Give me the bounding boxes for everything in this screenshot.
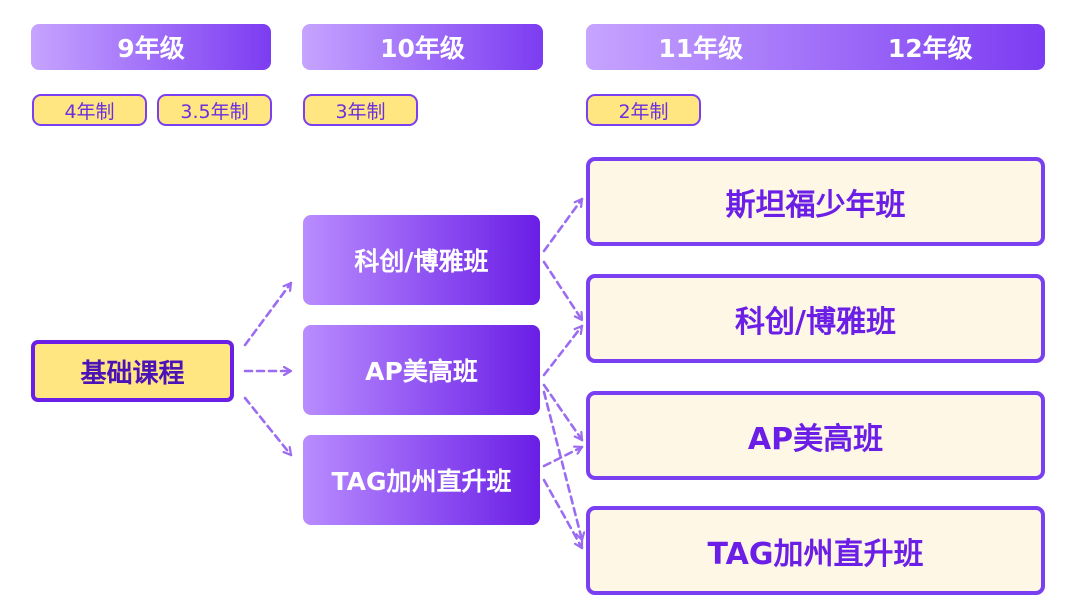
grade-12-label: 12年级	[887, 34, 973, 63]
dest-box-stanford: 斯坦福少年班	[586, 157, 1045, 246]
arrow-ap-to-tag	[542, 390, 582, 542]
dest-box-ap: AP美高班	[586, 391, 1045, 480]
program-3-year-label: 3年制	[335, 100, 386, 123]
arrow-tag-to-ap	[542, 447, 584, 468]
arrow-ap-to-science-liberal	[542, 324, 584, 377]
track-box-ap: AP美高班	[303, 325, 540, 415]
base-course-label: 基础课程	[80, 358, 185, 389]
grade-11-label: 11年级	[658, 34, 744, 63]
dest-label-ap: AP美高班	[747, 421, 884, 457]
track-box-tag: TAG加州直升班	[303, 435, 540, 525]
arrow-science-liberal-to-science-liberal	[542, 260, 584, 322]
arrow-base-to-science-liberal	[243, 281, 293, 347]
program-2-year-label: 2年制	[618, 100, 669, 123]
program-3-year-pill: 3年制	[303, 94, 418, 126]
arrow-tag-to-tag	[542, 478, 584, 550]
arrow-science-liberal-to-stanford	[542, 197, 584, 253]
dest-label-stanford: 斯坦福少年班	[725, 187, 906, 223]
grade-10-label: 10年级	[380, 34, 465, 63]
program-2-year-pill: 2年制	[586, 94, 701, 126]
grade-10-header: 10年级	[302, 24, 543, 70]
dest-box-tag: TAG加州直升班	[586, 506, 1045, 595]
track-label-tag: TAG加州直升班	[331, 467, 512, 496]
dest-label-tag: TAG加州直升班	[707, 536, 924, 572]
program-4-year-label: 4年制	[64, 100, 115, 123]
dest-box-science-liberal: 科创/博雅班	[586, 274, 1045, 363]
dest-label-science-liberal: 科创/博雅班	[735, 304, 896, 340]
track-box-science-liberal: 科创/博雅班	[303, 215, 540, 305]
program-4-year-pill: 4年制	[32, 94, 147, 126]
arrow-ap-to-ap	[542, 383, 584, 442]
base-course-box: 基础课程	[31, 340, 234, 402]
program-3-5-year-label: 3.5年制	[180, 100, 249, 123]
grade-9-header: 9年级	[31, 24, 271, 70]
track-label-ap: AP美高班	[365, 357, 478, 386]
arrow-base-to-tag	[243, 396, 293, 457]
grade-11-12-header: 11年级 12年级	[586, 24, 1045, 70]
track-label-science-liberal: 科创/博雅班	[354, 247, 489, 276]
program-3-5-year-pill: 3.5年制	[157, 94, 272, 126]
grade-9-label: 9年级	[117, 34, 185, 63]
